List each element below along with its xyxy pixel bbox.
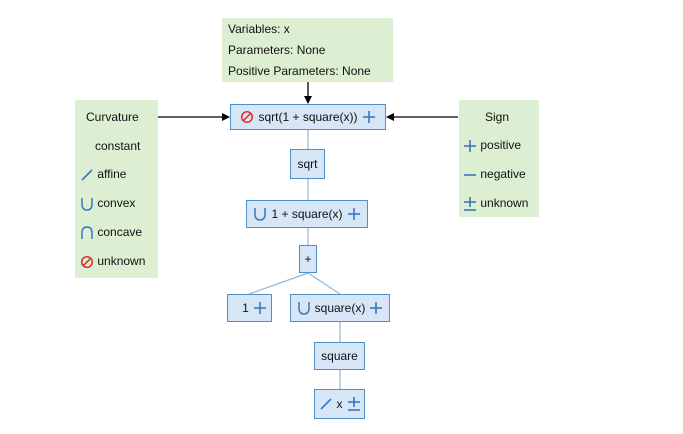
plus-icon [347,208,360,220]
node-label: + [304,252,312,266]
legend-item-label: positive [480,138,522,152]
plus-operator-node[interactable]: + [299,245,317,273]
convex-icon [254,208,267,221]
legend-item-label: unknown [480,196,529,210]
legend-item-label: affine [97,167,127,181]
sign-legend-title: Sign [485,110,510,124]
legend-item-unknown-curvature: unknown [80,254,145,269]
affine-icon [319,398,332,410]
legend-item-positive: positive [463,138,521,153]
affine-icon [81,169,93,181]
plus-minus-icon [464,196,476,211]
plus-icon [370,302,383,314]
legend-item-negative: negative [463,167,526,182]
positive-parameters-text: Positive Parameters: None [228,64,371,78]
node-label: square(x) [314,301,366,315]
convex-icon [297,302,310,315]
variable-x-node[interactable]: x [314,389,365,419]
plus-icon [464,139,476,152]
legend-item-constant: constant [95,139,140,153]
legend-item-label: concave [97,225,143,239]
plus-icon [253,302,266,314]
curvature-legend: Curvature constant affine convex concave… [75,100,158,278]
variables-text: Variables: x [228,22,290,36]
square-operator-node[interactable]: square [314,342,365,370]
sum-expression-node[interactable]: 1 + square(x) [246,200,368,228]
parameters-text: Parameters: None [228,43,326,57]
sqrt-operator-node[interactable]: sqrt [290,149,325,179]
square-expression-node[interactable]: square(x) [290,294,390,322]
legend-item-unknown-sign: unknown [463,196,528,211]
edge-plus-square [307,272,341,295]
minus-icon [464,174,476,176]
concave-icon [81,226,93,239]
curvature-legend-title: Curvature [86,110,139,124]
edge-plus-one [248,272,309,295]
legend-item-label: negative [480,167,526,181]
root-expression-node[interactable]: sqrt(1 + square(x)) [230,104,386,130]
legend-item-label: unknown [97,254,146,268]
node-label: square [321,349,358,363]
legend-item-convex: convex [80,196,135,211]
plus-minus-icon [347,397,360,411]
plus-icon [362,111,375,123]
sign-legend: Sign positive negative unknown [459,100,539,217]
convex-icon [81,197,93,211]
info-panel: Variables: x Parameters: None Positive P… [222,18,393,82]
legend-item-affine: affine [80,167,126,182]
node-label: x [336,397,343,411]
legend-item-label: constant [95,139,141,153]
legend-item-concave: concave [80,225,142,240]
unknown-curvature-icon [241,110,254,124]
legend-item-label: convex [97,196,136,210]
unknown-curvature-icon [80,255,94,268]
node-label: 1 + square(x) [271,207,343,221]
node-label: 1 [242,301,249,315]
node-label: sqrt [297,157,318,171]
node-label: sqrt(1 + square(x)) [258,110,358,124]
constant-one-node[interactable]: 1 [227,294,272,322]
